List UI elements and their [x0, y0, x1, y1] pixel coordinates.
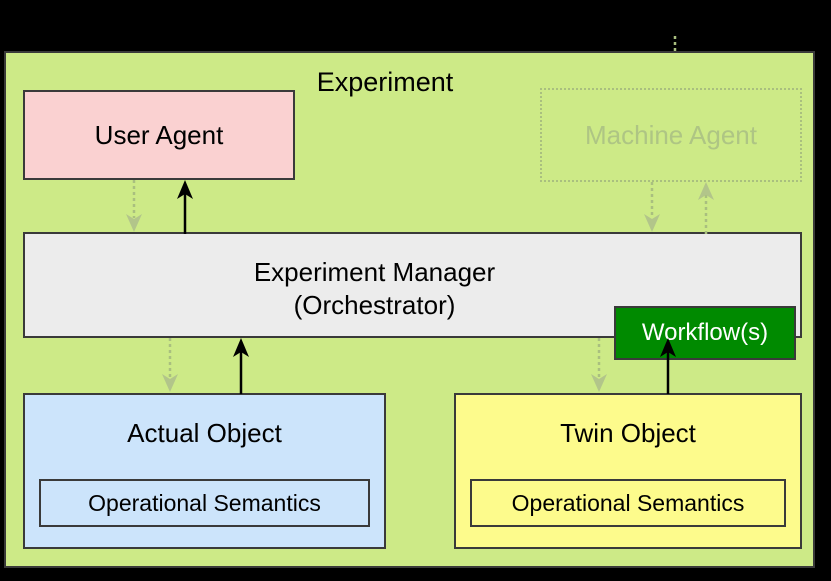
edge-twin-object-to-manager-arrow [657, 338, 679, 394]
node-actual-object-operational-semantics[interactable]: Operational Semantics [39, 479, 370, 527]
node-machine-agent-label: Machine Agent [584, 119, 757, 150]
edge-actual-object-to-manager-arrow [230, 338, 252, 394]
node-workflow[interactable]: Workflow(s) [614, 306, 796, 360]
page-title: Experiment [316, 67, 454, 97]
node-twin-object-label: Twin Object [560, 418, 696, 448]
node-twin-object-operational-semantics[interactable]: Operational Semantics [470, 479, 786, 527]
manager-label-line1: Experiment Manager [253, 257, 496, 287]
node-twin-object-operational-semantics-label: Operational Semantics [511, 489, 745, 516]
node-actual-object-operational-semantics-label: Operational Semantics [88, 489, 321, 516]
node-machine-agent[interactable]: Machine Agent [540, 88, 802, 182]
edge-manager-to-machine-agent-arrow [695, 182, 717, 234]
manager-label-line2: (Orchestrator) [293, 290, 456, 320]
node-workflow-label: Workflow(s) [641, 319, 769, 346]
edge-manager-to-twin-object-arrow [588, 338, 610, 394]
node-actual-object-label: Actual Object [127, 418, 282, 448]
node-actual-object[interactable]: Actual Object Operational Semantics [23, 393, 386, 549]
node-experiment-manager-label: Experiment Manager (Orchestrator) [25, 256, 800, 322]
node-experiment-manager[interactable]: Experiment Manager (Orchestrator) Workfl… [23, 232, 802, 360]
edge-machine-agent-to-manager-arrow [641, 182, 663, 234]
edge-manager-to-user-agent-arrow [174, 180, 196, 234]
node-user-agent-label: User Agent [94, 119, 224, 150]
node-user-agent[interactable]: User Agent [23, 90, 295, 180]
experiment-container: Experiment User Agent Machine Agent Expe… [4, 51, 815, 568]
edge-user-agent-to-manager-arrow [123, 180, 145, 234]
node-twin-object[interactable]: Twin Object Operational Semantics [454, 393, 802, 549]
edge-manager-to-actual-object-arrow [159, 338, 181, 394]
